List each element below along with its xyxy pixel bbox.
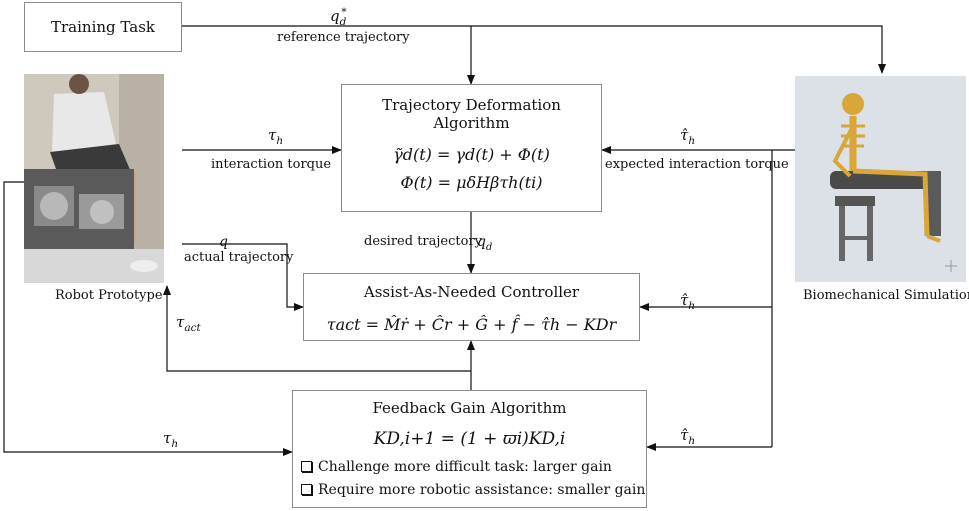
skeleton-illustration <box>795 76 966 282</box>
tau-hat-label-mid: τ̂h <box>680 292 695 314</box>
robot-illustration <box>24 74 164 283</box>
qd-letter: q <box>477 234 486 250</box>
aan-equation: τact = M̂ṙ + Ĉr + Ĝ + f̂ − τ̂h − KDr <box>326 315 617 334</box>
tau-hat-label-bottom: τ̂h <box>680 427 695 449</box>
tau-act-label: τact <box>176 314 201 336</box>
tau-h-label: τh <box>268 127 283 149</box>
training-task-label: Training Task <box>51 18 155 36</box>
fga-title: Feedback Gain Algorithm <box>372 399 567 417</box>
expected-interaction-torque-label: expected interaction torque <box>605 157 789 172</box>
reference-trajectory-label: reference trajectory <box>277 30 410 45</box>
reference-symbol-letter: q <box>330 7 340 25</box>
q-label: q <box>219 234 228 250</box>
trajectory-deformation-box: Trajectory Deformation Algorithm γ̃d(t) … <box>341 84 602 212</box>
tau-hat-letter-mid: τ̂ <box>680 291 689 309</box>
feedback-gain-box: Feedback Gain Algorithm KD,i+1 = (1 + ϖi… <box>292 390 647 508</box>
fga-bullet-2-text: Require more robotic assistance: smaller… <box>318 482 646 498</box>
fga-bullet-1: Challenge more difficult task: larger ga… <box>301 459 612 475</box>
reference-line <box>182 25 886 74</box>
reference-symbol-sub: d <box>339 16 347 28</box>
tau-h-letter-bottom: τ <box>163 429 172 447</box>
tau-act-arrow <box>163 285 471 372</box>
fga-equation: KD,i+1 = (1 + ϖi)KD,i <box>373 429 566 449</box>
biomechanical-simulation-image <box>795 76 966 282</box>
tau-hat-letter-bottom: τ̂ <box>680 426 689 444</box>
tau-act-sub: act <box>184 322 201 334</box>
tau-hat-sub-top: h <box>688 135 696 147</box>
robot-to-fga-arrow <box>3 181 293 456</box>
qd-sub: d <box>485 241 493 253</box>
tau-act-letter: τ <box>176 313 185 331</box>
tau-hat-letter-top: τ̂ <box>680 126 689 144</box>
qd-label: qd <box>477 234 492 256</box>
robot-prototype-photo <box>24 74 164 283</box>
biomechanical-simulation-caption: Biomechanical Simulation <box>803 288 969 303</box>
actual-trajectory-arrow <box>182 243 304 311</box>
tau-h-sub-bottom: h <box>171 438 179 450</box>
assist-as-needed-box: Assist-As-Needed Controller τact = M̂ṙ +… <box>303 273 640 341</box>
tau-h-label-bottom: τh <box>163 430 178 452</box>
training-task-box: Training Task <box>24 2 182 52</box>
desired-trajectory-label: desired trajectory <box>364 234 483 249</box>
robot-prototype-caption: Robot Prototype <box>55 288 163 303</box>
tau-hat-sub-bottom: h <box>688 435 696 447</box>
reference-symbol: qd* <box>330 4 347 30</box>
reference-symbol-sup: * <box>341 6 347 18</box>
aan-title: Assist-As-Needed Controller <box>363 283 580 301</box>
tda-equation-1: γ̃d(t) = γd(t) + Φ(t) <box>393 145 550 164</box>
fga-bullet-1-text: Challenge more difficult task: larger ga… <box>318 459 612 475</box>
tau-h-letter: τ <box>268 126 277 144</box>
tau-hat-label-top: τ̂h <box>680 127 695 149</box>
actual-trajectory-label: actual trajectory <box>184 250 294 265</box>
tau-h-sub: h <box>276 135 284 147</box>
checkbox-icon <box>301 484 312 495</box>
tda-title: Trajectory Deformation Algorithm <box>382 96 561 132</box>
checkbox-icon <box>301 461 312 472</box>
tau-hat-sub-mid: h <box>688 300 696 312</box>
tda-equation-2: Φ(t) = μδHβτh(ti) <box>400 173 543 192</box>
fga-bullet-2: Require more robotic assistance: smaller… <box>301 482 645 498</box>
interaction-torque-label: interaction torque <box>211 157 332 172</box>
